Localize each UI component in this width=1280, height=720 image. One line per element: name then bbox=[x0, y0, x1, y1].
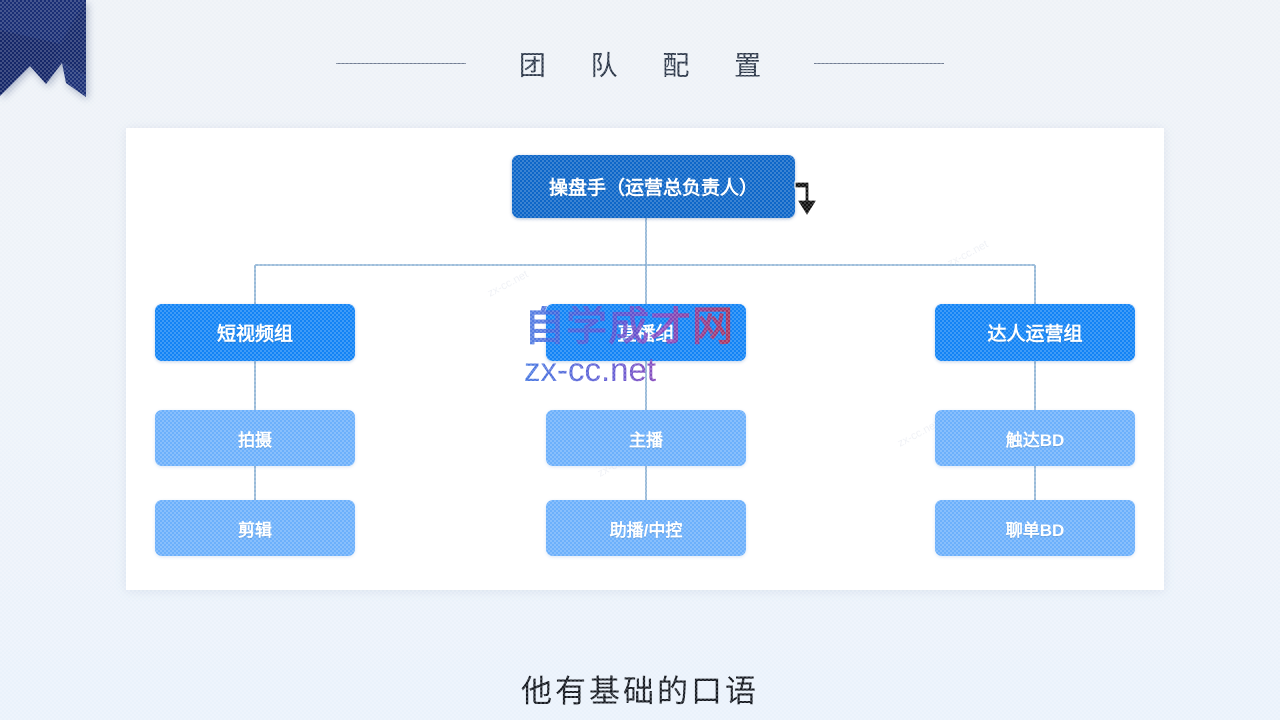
title-rule-right bbox=[814, 63, 945, 64]
org-node-root[interactable]: 操盘手（运营总负责人） bbox=[512, 155, 795, 218]
org-chart-card: zx-cc.net zx-cc.net zx-cc.net zx-cc.net … bbox=[126, 128, 1164, 590]
org-node-label: 达人运营组 bbox=[987, 324, 1083, 345]
org-node-leaf-cohost-control[interactable]: 助播/中控 bbox=[546, 500, 746, 556]
org-node-label: 短视频组 bbox=[216, 324, 293, 345]
org-node-group-short-video[interactable]: 短视频组 bbox=[155, 304, 355, 361]
org-node-label: 直播组 bbox=[617, 324, 675, 345]
title-rule-left bbox=[335, 63, 466, 64]
org-node-label: 聊单BD bbox=[1005, 520, 1065, 540]
org-node-leaf-outreach-bd[interactable]: 触达BD bbox=[935, 410, 1135, 466]
org-node-leaf-shooting[interactable]: 拍摄 bbox=[155, 410, 355, 466]
page-title: 团 队 配 置 bbox=[518, 51, 781, 81]
org-node-label: 主播 bbox=[629, 430, 663, 450]
corner-ribbon bbox=[0, 0, 112, 112]
org-node-label: 拍摄 bbox=[238, 430, 272, 450]
org-node-leaf-editing[interactable]: 剪辑 bbox=[155, 500, 355, 556]
org-node-label: 助播/中控 bbox=[609, 520, 683, 540]
slide-title-row: 团 队 配 置 bbox=[0, 44, 1280, 83]
org-node-group-live-stream[interactable]: 直播组 bbox=[546, 304, 746, 361]
org-node-label: 触达BD bbox=[1005, 430, 1065, 450]
org-node-label: 剪辑 bbox=[238, 520, 272, 540]
mouse-pointer-arrow bbox=[793, 178, 823, 220]
connector-lines bbox=[254, 218, 1036, 500]
org-node-leaf-anchor[interactable]: 主播 bbox=[546, 410, 746, 466]
slide-caption: 他有基础的口语 bbox=[521, 674, 759, 709]
org-chart: zx-cc.net zx-cc.net zx-cc.net zx-cc.net … bbox=[126, 128, 1164, 590]
org-node-leaf-chat-bd[interactable]: 聊单BD bbox=[935, 500, 1135, 556]
org-node-label: 操盘手（运营总负责人） bbox=[548, 178, 758, 199]
org-node-group-influencer-ops[interactable]: 达人运营组 bbox=[935, 304, 1135, 361]
